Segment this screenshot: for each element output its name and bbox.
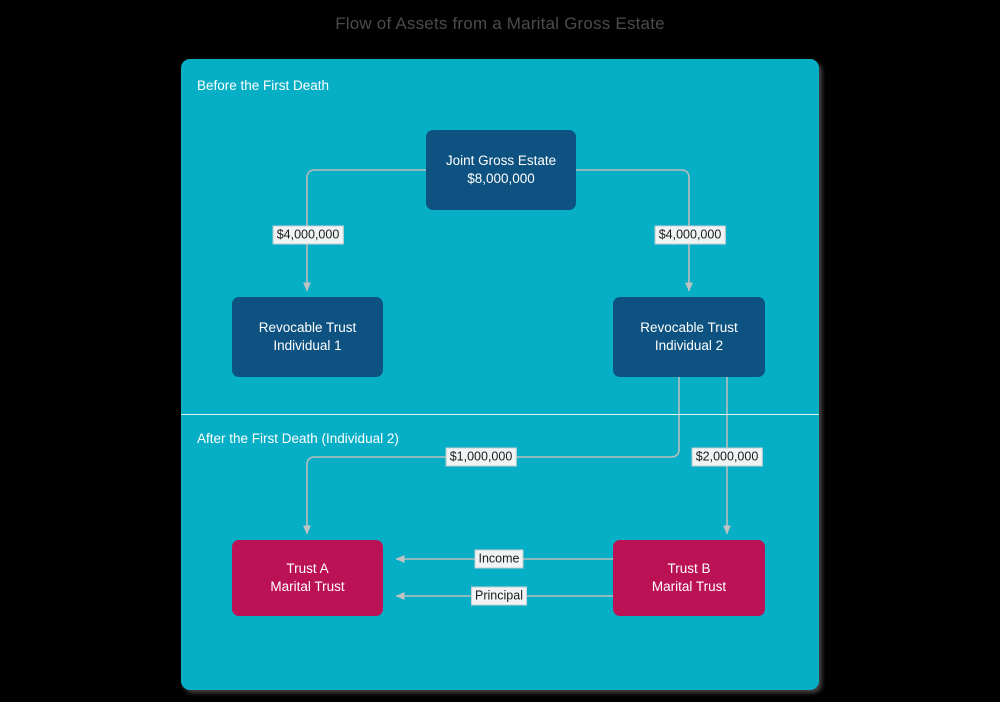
node-trustB-line2: Marital Trust: [651, 579, 727, 594]
node-joint-gross-estate-line2: $8,000,000: [467, 171, 535, 186]
section-label-before: Before the First Death: [197, 78, 330, 93]
node-rt1-line2: Individual 1: [273, 338, 342, 353]
diagram-panel: Before the First Death After the First D…: [181, 59, 819, 690]
node-rt2-line2: Individual 2: [654, 338, 724, 353]
node-trustB-line1: Trust B: [667, 561, 711, 576]
node-trust-b-marital-trust[interactable]: Trust B Marital Trust: [613, 540, 765, 616]
node-rt2-line1: Revocable Trust: [640, 320, 738, 335]
section-divider: [181, 414, 819, 415]
node-joint-gross-estate[interactable]: Joint Gross Estate $8,000,000: [426, 130, 576, 210]
node-trustA-line2: Marital Trust: [270, 579, 345, 594]
edge-label-joint-to-rt2: $4,000,000: [654, 225, 726, 245]
node-revocable-trust-individual-1[interactable]: Revocable Trust Individual 1: [232, 297, 383, 377]
node-revocable-trust-individual-2[interactable]: Revocable Trust Individual 2: [613, 297, 765, 377]
node-trust-a-marital-trust[interactable]: Trust A Marital Trust: [232, 540, 383, 616]
edge-label-joint-to-rt1: $4,000,000: [272, 225, 344, 245]
node-joint-gross-estate-line1: Joint Gross Estate: [445, 153, 557, 168]
edge-label-principal: Principal: [471, 586, 527, 606]
node-rt1-line1: Revocable Trust: [258, 320, 357, 335]
edge-label-rt2-to-trustA: $1,000,000: [445, 447, 517, 467]
edge-label-income: Income: [474, 549, 524, 569]
edge-label-rt2-to-trustB: $2,000,000: [691, 447, 763, 467]
section-label-after: After the First Death (Individual 2): [197, 431, 399, 446]
node-trustA-line1: Trust A: [286, 561, 329, 576]
page-title: Flow of Assets from a Marital Gross Esta…: [335, 14, 665, 33]
